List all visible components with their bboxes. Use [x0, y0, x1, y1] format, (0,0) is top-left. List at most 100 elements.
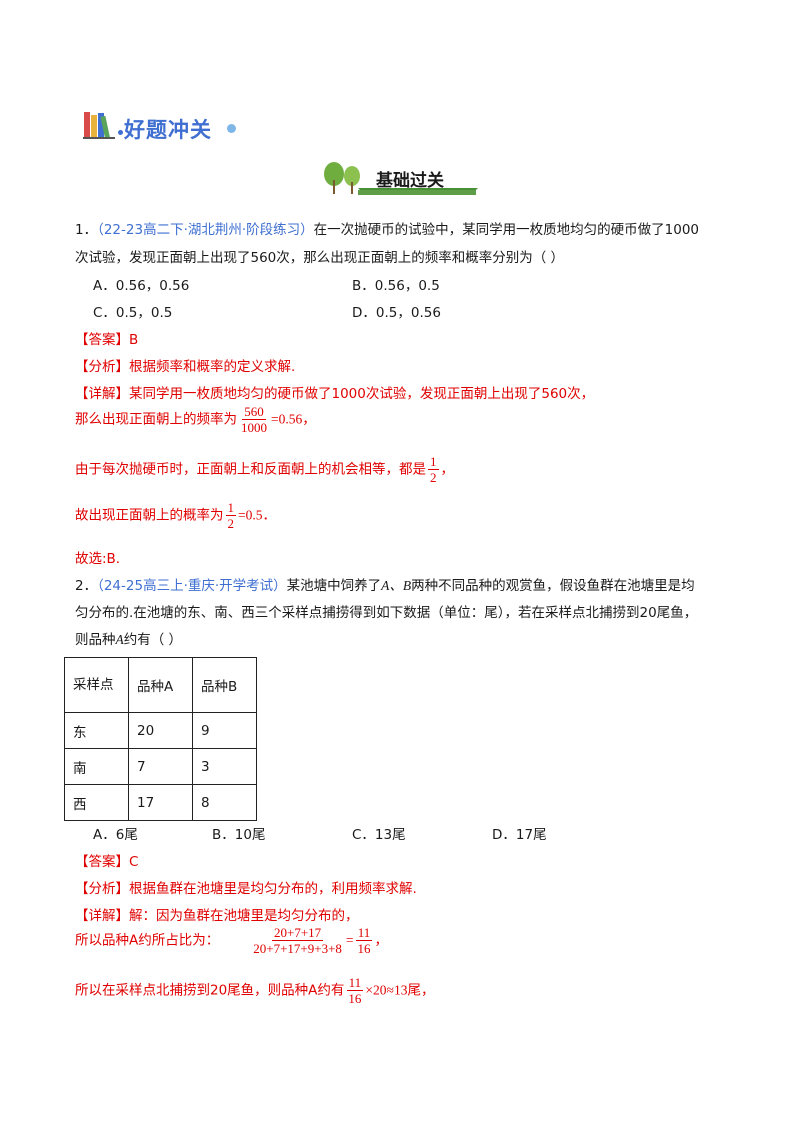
logo-title: 好题冲关: [124, 118, 212, 142]
q1-stem-line1: 1．（22-23高二下·湖北荆州·阶段练习）在一次抛硬币的试验中，某同学用一枚质…: [75, 218, 699, 238]
q2-stem-line3: 则品种A约有（ ）: [75, 628, 182, 648]
q2-stem-var: A、B: [381, 578, 412, 593]
fraction-denominator: 16: [357, 941, 371, 956]
fraction-denominator: 20+7+17+9+3+8: [253, 941, 342, 956]
q2-answer-tag: 【答案】: [75, 854, 129, 870]
q1-analysis-tag: 【分析】: [75, 359, 129, 375]
table-cell: 东: [64, 712, 129, 749]
q1-detail-line1: 【详解】某同学用一枚质地均匀的硬币做了1000次试验，发现正面朝上出现了560次…: [75, 382, 594, 402]
q1-detail3-end: ，: [440, 461, 455, 478]
q1-detail3-text: 由于每次抛硬币时，正面朝上和反面朝上的机会相等，都是: [75, 461, 426, 478]
q1-analysis-text: 根据频率和概率的定义求解.: [129, 359, 296, 375]
q2-detail-text: 解：因为鱼群在池塘里是均匀分布的，: [129, 908, 359, 924]
q2-detail2-text: 所以品种A约所占比为：: [75, 932, 220, 949]
q1-answer-value: B: [129, 332, 139, 348]
q2-stem-line2: 匀分布的.在池塘的东、南、西三个采样点捕捞得到如下数据（单位：尾），若在采样点北…: [75, 605, 698, 621]
table-header-row: 采样点 品种A 品种B: [64, 657, 257, 713]
table-cell: 17: [128, 784, 193, 821]
logo-bubble-icon: [227, 124, 236, 133]
q1-detail4-text: 故出现正面朝上的概率为: [75, 507, 224, 524]
q2-answer-value: C: [129, 854, 139, 870]
q2-option-b: B．10尾: [212, 827, 266, 843]
fraction-denominator: 2: [430, 470, 437, 485]
q2-detail2-end: ，: [374, 932, 389, 949]
q1-number: 1．: [75, 222, 98, 238]
q2-detail3-text: 所以在采样点北捕捞到20尾鱼，则品种A约有: [75, 982, 345, 999]
q2-option-a: A．6尾: [93, 827, 138, 843]
table-cell: 西: [64, 784, 129, 821]
q2-detail-line1: 【详解】解：因为鱼群在池塘里是均匀分布的，: [75, 904, 359, 924]
q1-answer: 【答案】B: [75, 328, 138, 348]
q2-detail-tag: 【详解】: [75, 908, 129, 924]
q2-number: 2．: [75, 578, 98, 594]
q1-stem-line2: 次试验，发现正面朝上出现了560次，那么出现正面朝上的频率和概率分别为（ ）: [75, 250, 565, 266]
q2-stem3-text-a: 则品种: [75, 632, 116, 648]
fraction-numerator: 1: [428, 454, 439, 470]
section-title: 基础过关: [376, 171, 444, 191]
q2-answer: 【答案】C: [75, 850, 138, 870]
fraction-denominator: 16: [348, 991, 362, 1006]
fraction-denominator: 2: [227, 516, 235, 531]
books-logo-icon: [83, 110, 117, 140]
table-cell: 8: [192, 784, 257, 821]
sampling-table: 采样点 品种A 品种B 东 20 9 南 7 3 西 17 8: [64, 657, 257, 821]
table-row: 东 20 9: [64, 712, 257, 749]
q2-analysis-tag: 【分析】: [75, 881, 129, 897]
q1-option-d: D．0.5，0.56: [352, 305, 441, 321]
q1-option-c: C．0.5，0.5: [93, 305, 173, 321]
q1-answer-tag: 【答案】: [75, 332, 129, 348]
table-header-cell: 品种A: [128, 657, 193, 713]
q2-stem-line1: 2．（24-25高三上·重庆·开学考试）某池塘中饲养了A、B两种不同品种的观赏鱼…: [75, 574, 695, 594]
q1-option-b: B．0.56，0.5: [352, 278, 440, 294]
table-cell: 南: [64, 748, 129, 785]
q2-analysis: 【分析】根据鱼群在池塘里是均匀分布的，利用频率求解.: [75, 877, 417, 897]
q2-option-d: D．17尾: [492, 827, 547, 843]
fraction-numerator: 1: [225, 500, 236, 516]
table-row: 南 7 3: [64, 748, 257, 785]
fraction-denominator: 1000: [241, 420, 267, 435]
q1-detail2-text: 那么出现正面朝上的频率为: [75, 411, 237, 428]
q1-analysis: 【分析】根据频率和概率的定义求解.: [75, 355, 295, 375]
table-cell: 7: [128, 748, 193, 785]
table-cell: 3: [192, 748, 257, 785]
q2-analysis-text: 根据鱼群在池塘里是均匀分布的，利用频率求解.: [129, 881, 417, 897]
q1-detail2-result: =0.56，: [271, 411, 316, 427]
table-cell: 9: [192, 712, 257, 749]
trees-icon: [324, 162, 478, 195]
q2-stem-text-b: 两种不同品种的观赏鱼，假设鱼群在池塘里是均: [411, 578, 695, 594]
q1-detail-text: 某同学用一枚质地均匀的硬币做了1000次试验，发现正面朝上出现了560次，: [129, 386, 595, 402]
fraction-numerator: 20+7+17: [272, 925, 324, 941]
table-row: 西 17 8: [64, 784, 257, 821]
q1-option-a: A．0.56，0.56: [93, 278, 190, 294]
table-cell: 20: [128, 712, 193, 749]
q2-equals: =: [345, 932, 354, 948]
q2-stem3-text-b: 约有（ ）: [123, 632, 183, 648]
section-banner: [322, 160, 478, 196]
fraction-numerator: 11: [346, 975, 364, 991]
q1-conclusion: 故选:B.: [75, 551, 121, 567]
fraction-numerator: 560: [242, 404, 266, 420]
logo-dot-icon: [118, 130, 123, 135]
q2-stem-text-a: 某池塘中饲养了: [286, 578, 382, 594]
q1-source: （22-23高二下·湖北荆州·阶段练习）: [97, 222, 314, 238]
q1-detail4-result: =0.5．: [238, 507, 276, 523]
q2-stem3-var: A: [115, 632, 124, 647]
q2-option-c: C．13尾: [352, 827, 406, 843]
q1-stem-text: 在一次抛硬币的试验中，某同学用一枚质地均匀的硬币做了1000: [313, 222, 700, 238]
q2-detail3-result: ×20≈13尾，: [365, 982, 435, 998]
table-header-cell: 品种B: [192, 657, 257, 713]
fraction-numerator: 11: [355, 925, 373, 941]
q2-source: （24-25高三上·重庆·开学考试）: [97, 578, 287, 594]
q1-detail-tag: 【详解】: [75, 386, 129, 402]
